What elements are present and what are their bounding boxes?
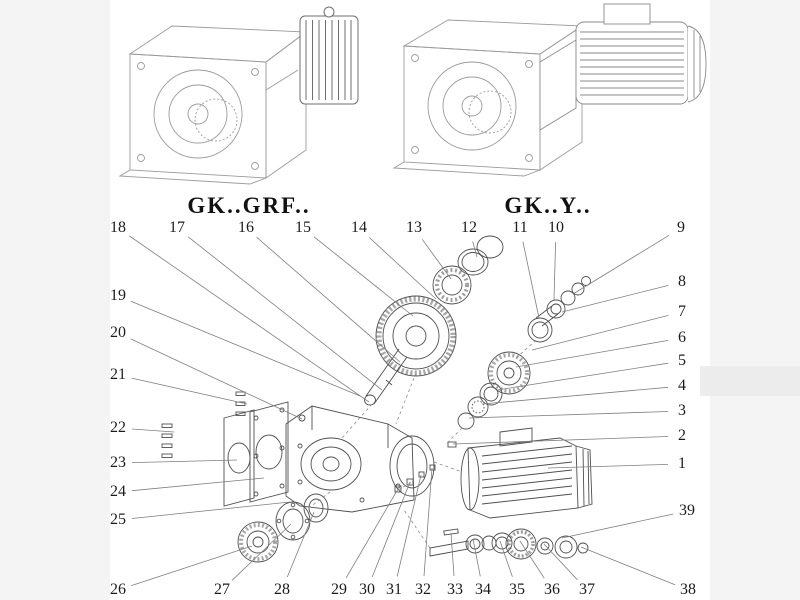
gky-motor <box>539 3 707 131</box>
callout-28: 28 <box>274 581 290 598</box>
callout-16: 16 <box>238 219 254 236</box>
gray-patch <box>700 366 800 396</box>
callout-13: 13 <box>406 219 422 236</box>
callout-9: 9 <box>677 219 685 236</box>
callout-1: 1 <box>678 455 686 472</box>
leader-lines <box>129 234 676 586</box>
assembled-view-gkgrf <box>118 25 308 185</box>
callout-18: 18 <box>110 219 126 236</box>
callout-17: 17 <box>169 219 185 236</box>
callout-2: 2 <box>678 427 686 444</box>
callout-14: 14 <box>351 219 367 236</box>
callout-29: 29 <box>331 581 347 598</box>
callout-23: 23 <box>110 454 126 471</box>
callout-7: 7 <box>678 303 686 320</box>
right-margin-band <box>710 0 800 600</box>
callout-4: 4 <box>678 377 686 394</box>
callout-37: 37 <box>579 581 595 598</box>
callout-36: 36 <box>544 581 560 598</box>
callout-32: 32 <box>415 581 431 598</box>
callout-11: 11 <box>512 219 528 236</box>
callout-19: 19 <box>110 287 126 304</box>
callout-34: 34 <box>475 581 491 598</box>
callout-20: 20 <box>110 324 126 341</box>
callout-31: 31 <box>386 581 402 598</box>
gkgrf-fin-cover <box>299 6 359 105</box>
callout-6: 6 <box>678 329 686 346</box>
left-margin-band <box>0 0 110 600</box>
callout-26: 26 <box>110 581 126 598</box>
callout-38: 38 <box>680 581 696 598</box>
callout-35: 35 <box>509 581 525 598</box>
callout-33: 33 <box>447 581 463 598</box>
callout-8: 8 <box>678 273 686 290</box>
callout-22: 22 <box>110 419 126 436</box>
callout-25: 25 <box>110 511 126 528</box>
callout-10: 10 <box>548 219 564 236</box>
callout-3: 3 <box>678 402 686 419</box>
callout-21: 21 <box>110 366 126 383</box>
callout-27: 27 <box>214 581 230 598</box>
variant-label-gkgrf: GK..GRF.. <box>187 193 311 218</box>
callout-30: 30 <box>359 581 375 598</box>
callout-5: 5 <box>678 352 686 369</box>
callout-12: 12 <box>461 219 477 236</box>
callout-24: 24 <box>110 483 126 500</box>
callout-39: 39 <box>679 502 695 519</box>
callout-15: 15 <box>295 219 311 236</box>
variant-label-gky: GK..Y.. <box>504 193 592 218</box>
